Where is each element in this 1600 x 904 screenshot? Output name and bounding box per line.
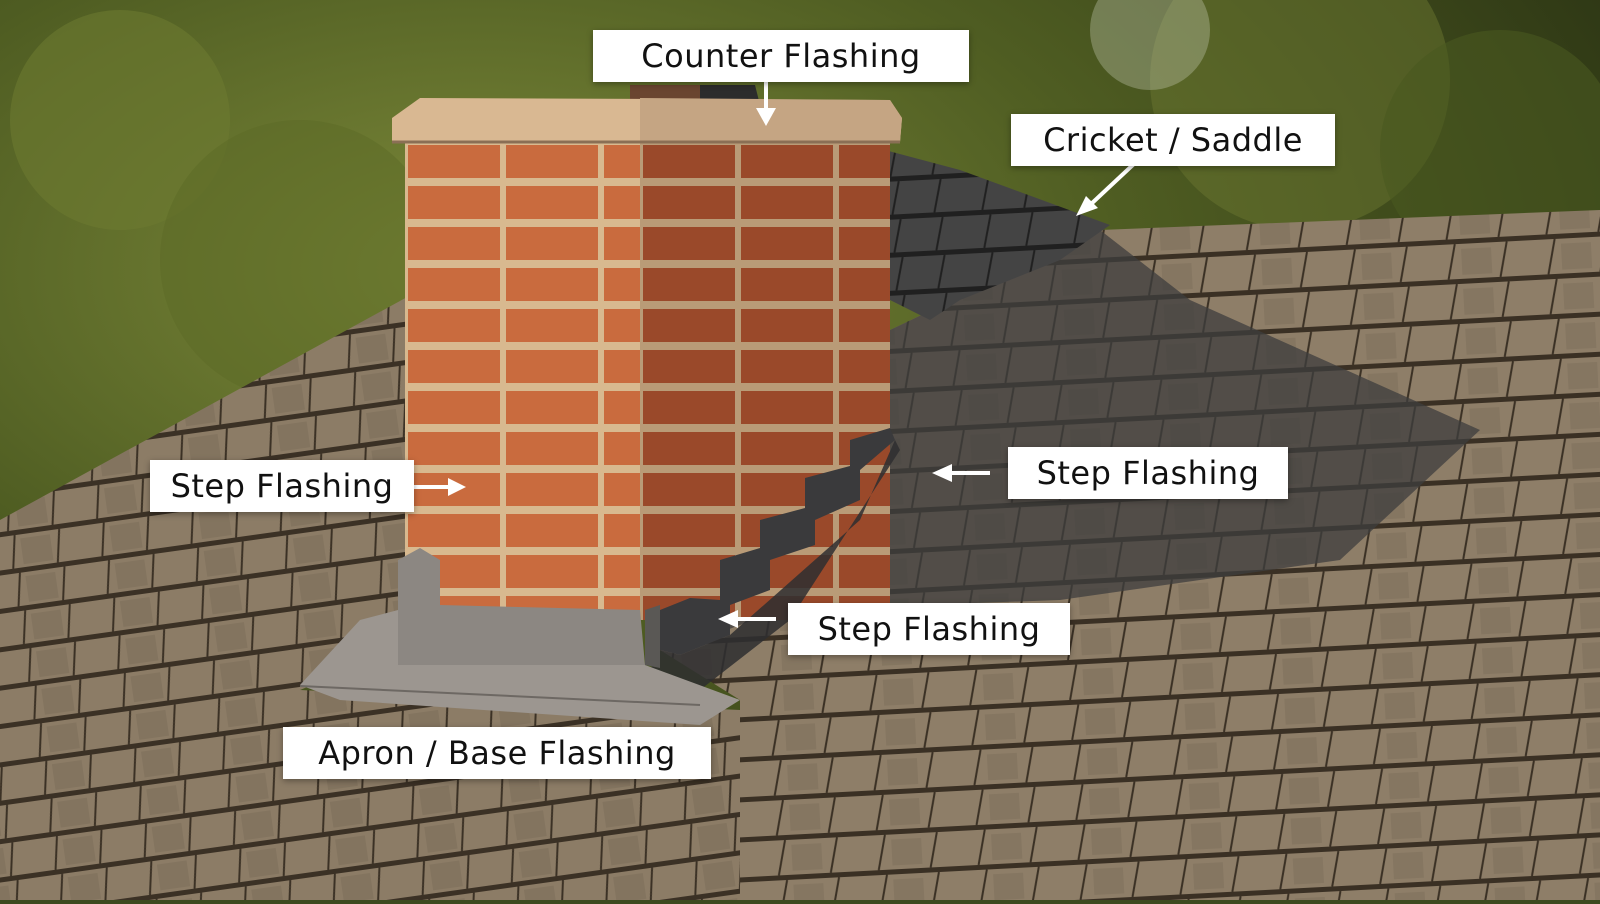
arrow-left-icon (932, 464, 990, 482)
label-apron-base-flashing: Apron / Base Flashing (283, 727, 711, 779)
arrow-left-icon (718, 610, 776, 628)
label-text: Step Flashing (817, 610, 1041, 648)
label-counter-flashing: Counter Flashing (593, 30, 969, 82)
label-text: Step Flashing (1036, 454, 1260, 492)
arrow-down-icon (756, 80, 776, 126)
label-cricket-saddle: Cricket / Saddle (1011, 114, 1335, 166)
arrow-down-left-icon (1076, 160, 1138, 216)
label-step-flashing-left: Step Flashing (150, 460, 414, 512)
label-step-flashing-right-upper: Step Flashing (1008, 447, 1288, 499)
label-text: Cricket / Saddle (1043, 121, 1303, 159)
label-text: Counter Flashing (641, 37, 921, 75)
label-step-flashing-right-lower: Step Flashing (788, 603, 1070, 655)
label-text: Apron / Base Flashing (318, 734, 676, 772)
arrow-right-icon (410, 478, 466, 496)
label-text: Step Flashing (170, 467, 394, 505)
